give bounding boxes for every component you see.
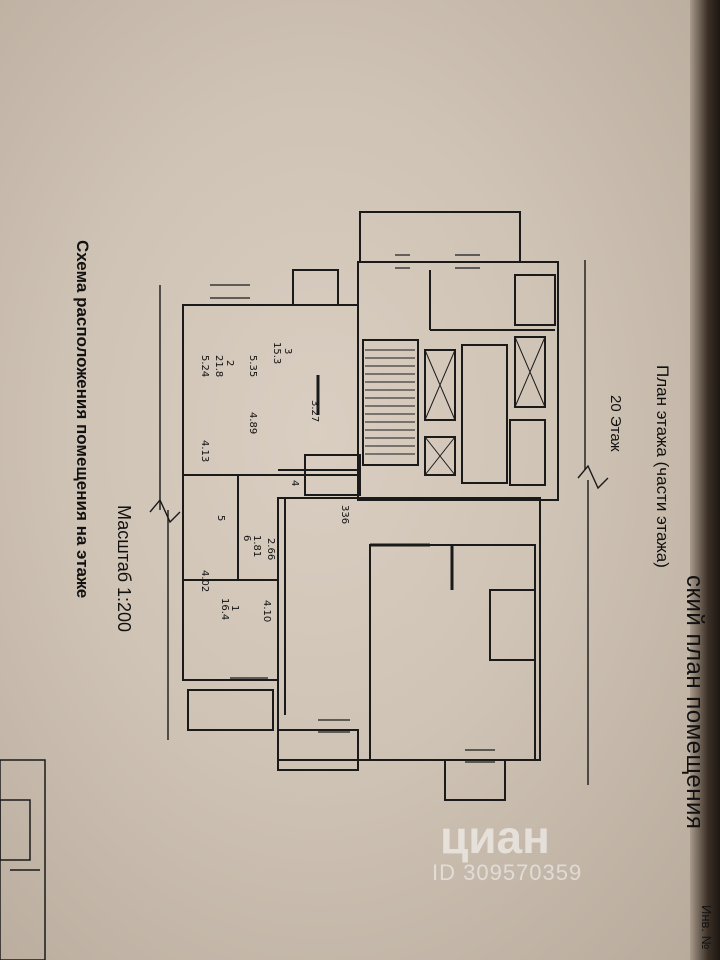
dimension-label: 4.13 <box>199 440 210 463</box>
dimension-label: 5.24 <box>199 355 210 378</box>
room-6-number: 6 <box>241 535 252 542</box>
watermark-logo: циан <box>440 811 550 863</box>
scheme-caption: Схема расположения помещения на этаже <box>73 240 92 599</box>
room-3-number: 3 <box>282 348 293 355</box>
document-title: ский план помещения <box>681 575 708 830</box>
room-1-number: 1 <box>229 605 240 612</box>
dimension-label: 2.66 <box>265 538 276 561</box>
dimension-label: 4.89 <box>247 412 258 435</box>
room-2-number: 2 <box>224 360 235 367</box>
room-1-area: 16.4 <box>219 598 230 621</box>
dimension-label: 4.02 <box>199 570 210 593</box>
scale-label: Масштаб 1:200 <box>114 505 134 633</box>
corner-note: Инв. № <box>699 905 714 950</box>
dimension-label: 336 <box>339 505 350 525</box>
dimension-label: 5.35 <box>247 355 258 378</box>
room-5-number: 5 <box>215 515 226 522</box>
watermark-id: ID 309570359 <box>432 860 583 885</box>
sheet-edge <box>690 0 720 960</box>
room-2-area: 21.8 <box>213 355 224 378</box>
room-6-area: 1.81 <box>251 535 262 558</box>
plan-subtitle: План этажа (части этажа) <box>653 365 672 568</box>
floor-label: 20 Этаж <box>607 395 624 452</box>
room-3-area: 15.3 <box>271 342 282 365</box>
dimension-label: 4.10 <box>261 600 272 623</box>
dimension-label: 3.27 <box>309 400 320 423</box>
room-4-number: 4 <box>289 480 300 487</box>
